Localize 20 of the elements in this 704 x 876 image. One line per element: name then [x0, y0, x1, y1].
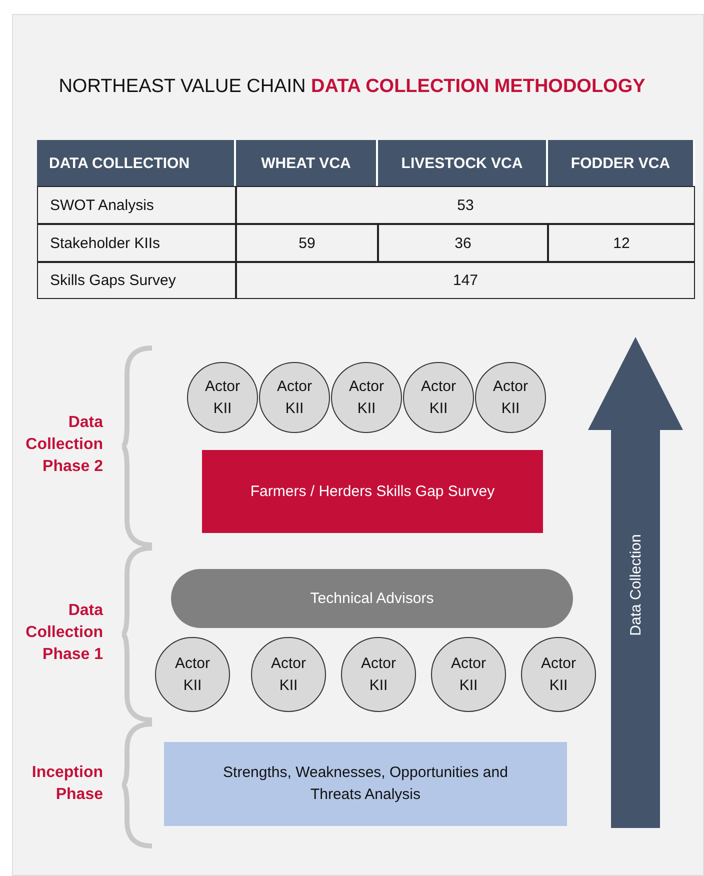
arrow-label: Data Collection: [627, 534, 644, 636]
table-cell: 59: [236, 224, 378, 262]
table-cell: 36: [378, 224, 548, 262]
table-cell: 147: [236, 262, 695, 299]
table-cell: SWOT Analysis: [37, 186, 236, 224]
phase-label: Inception Phase: [30, 763, 103, 805]
table-cell: Skills Gaps Survey: [37, 262, 236, 299]
survey-box: Farmers / Herders Skills Gap Survey: [202, 450, 543, 533]
phase-label: Data Collection Phase 2: [24, 413, 103, 477]
table-header-cell: WHEAT VCA: [236, 140, 378, 186]
table-cell: 53: [236, 186, 695, 224]
analysis-box: Strengths, Weaknesses, Opportunities and Threats Analysis: [164, 742, 567, 826]
table-cell: 12: [548, 224, 695, 262]
table-header-cell: FODDER VCA: [548, 140, 695, 186]
table-header-cell: LIVESTOCK VCA: [378, 140, 548, 186]
table-cell: Stakeholder KIIs: [37, 224, 236, 262]
table-header-cell: DATA COLLECTION: [37, 140, 236, 186]
phase-label: Data Collection Phase 1: [24, 601, 103, 665]
title: NORTHEAST VALUE CHAIN DATA COLLECTION METHODOLOGY: [58, 76, 646, 98]
advisors-pill: Technical Advisors: [171, 569, 573, 628]
